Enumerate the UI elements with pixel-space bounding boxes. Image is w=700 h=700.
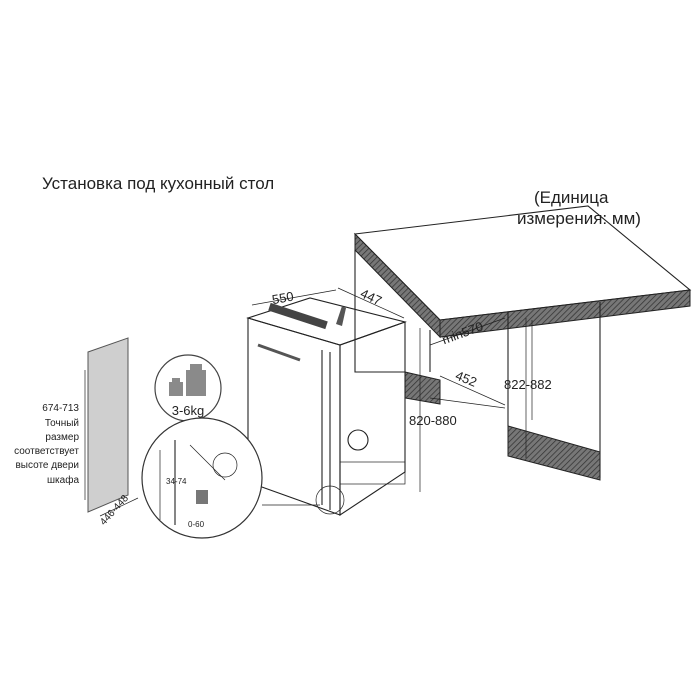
dim-door-height: 674-713 [42,403,79,414]
dishwasher [246,297,407,517]
dim-plinth-gap: 0-60 [188,520,205,529]
units-label-line1: (Единица [534,188,609,207]
door-note-2: размер [45,432,79,443]
diagram-title: Установка под кухонный стол [42,174,274,193]
dim-width: 550 [271,289,295,308]
door-panel [87,337,129,513]
dim-depth: 447 [358,286,384,309]
units-label-line2: измерения: мм) [517,209,641,228]
dim-niche-width: 452 [453,368,479,390]
water-inlet [336,306,346,326]
door-note-3: соответствует [14,446,79,457]
dimension-lines [84,287,527,517]
door-note-1: Точный [45,418,79,429]
door-note-5: шкафа [47,474,79,486]
dim-hinge-adjust: 34-74 [166,477,187,486]
door-weight: 3-6kg [172,403,205,418]
kitchen-cabinet [353,205,692,481]
hinge-detail-magnifier [141,417,345,539]
dim-appliance-height: 820-880 [409,413,457,428]
door-note-4: высоте двери [15,460,79,471]
dim-niche-height: 822-882 [504,377,552,392]
